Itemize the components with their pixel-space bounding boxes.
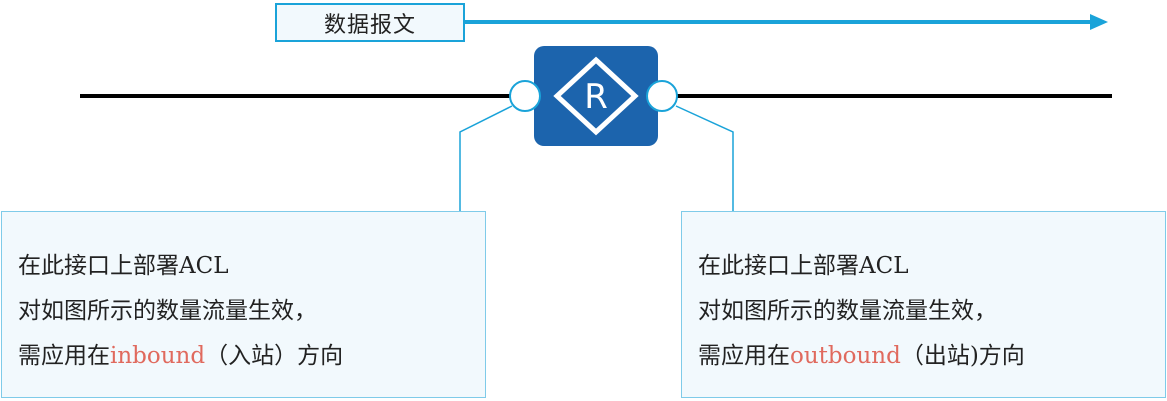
callout-line-3: 需应用在outbound（出站)方向 xyxy=(698,334,1165,379)
direction-keyword: outbound xyxy=(790,343,901,369)
inbound-interface[interactable] xyxy=(509,80,541,112)
callout-line-3-suffix: （出站)方向 xyxy=(900,343,1025,369)
direction-keyword: inbound xyxy=(110,343,206,369)
left-callout-leader xyxy=(459,105,513,211)
callout-line-2: 对如图所示的数量流量生效， xyxy=(698,298,997,324)
router-icon: R xyxy=(534,46,658,146)
callout-line-1: 在此接口上部署ACL xyxy=(698,253,909,279)
right-callout-leader xyxy=(675,105,734,211)
callout-line-3-prefix: 需应用在 xyxy=(698,343,790,369)
callout-line-3-suffix: （入站）方向 xyxy=(205,343,344,369)
outbound-callout: 在此接口上部署ACL 对如图所示的数量流量生效， 需应用在outbound（出站… xyxy=(681,211,1166,398)
callout-line-3-prefix: 需应用在 xyxy=(18,343,110,369)
callout-line-3: 需应用在inbound（入站）方向 xyxy=(18,334,485,379)
outbound-interface[interactable] xyxy=(646,80,678,112)
data-packet-text: 数据报文 xyxy=(323,12,416,38)
inbound-callout: 在此接口上部署ACL 对如图所示的数量流量生效， 需应用在inbound（入站）… xyxy=(1,211,486,398)
callout-line-2: 对如图所示的数量流量生效， xyxy=(18,298,317,324)
callout-line-1: 在此接口上部署ACL xyxy=(18,253,229,279)
data-packet-label: 数据报文 xyxy=(275,3,465,42)
router-letter: R xyxy=(584,77,608,117)
traffic-arrow-head xyxy=(1090,14,1108,30)
